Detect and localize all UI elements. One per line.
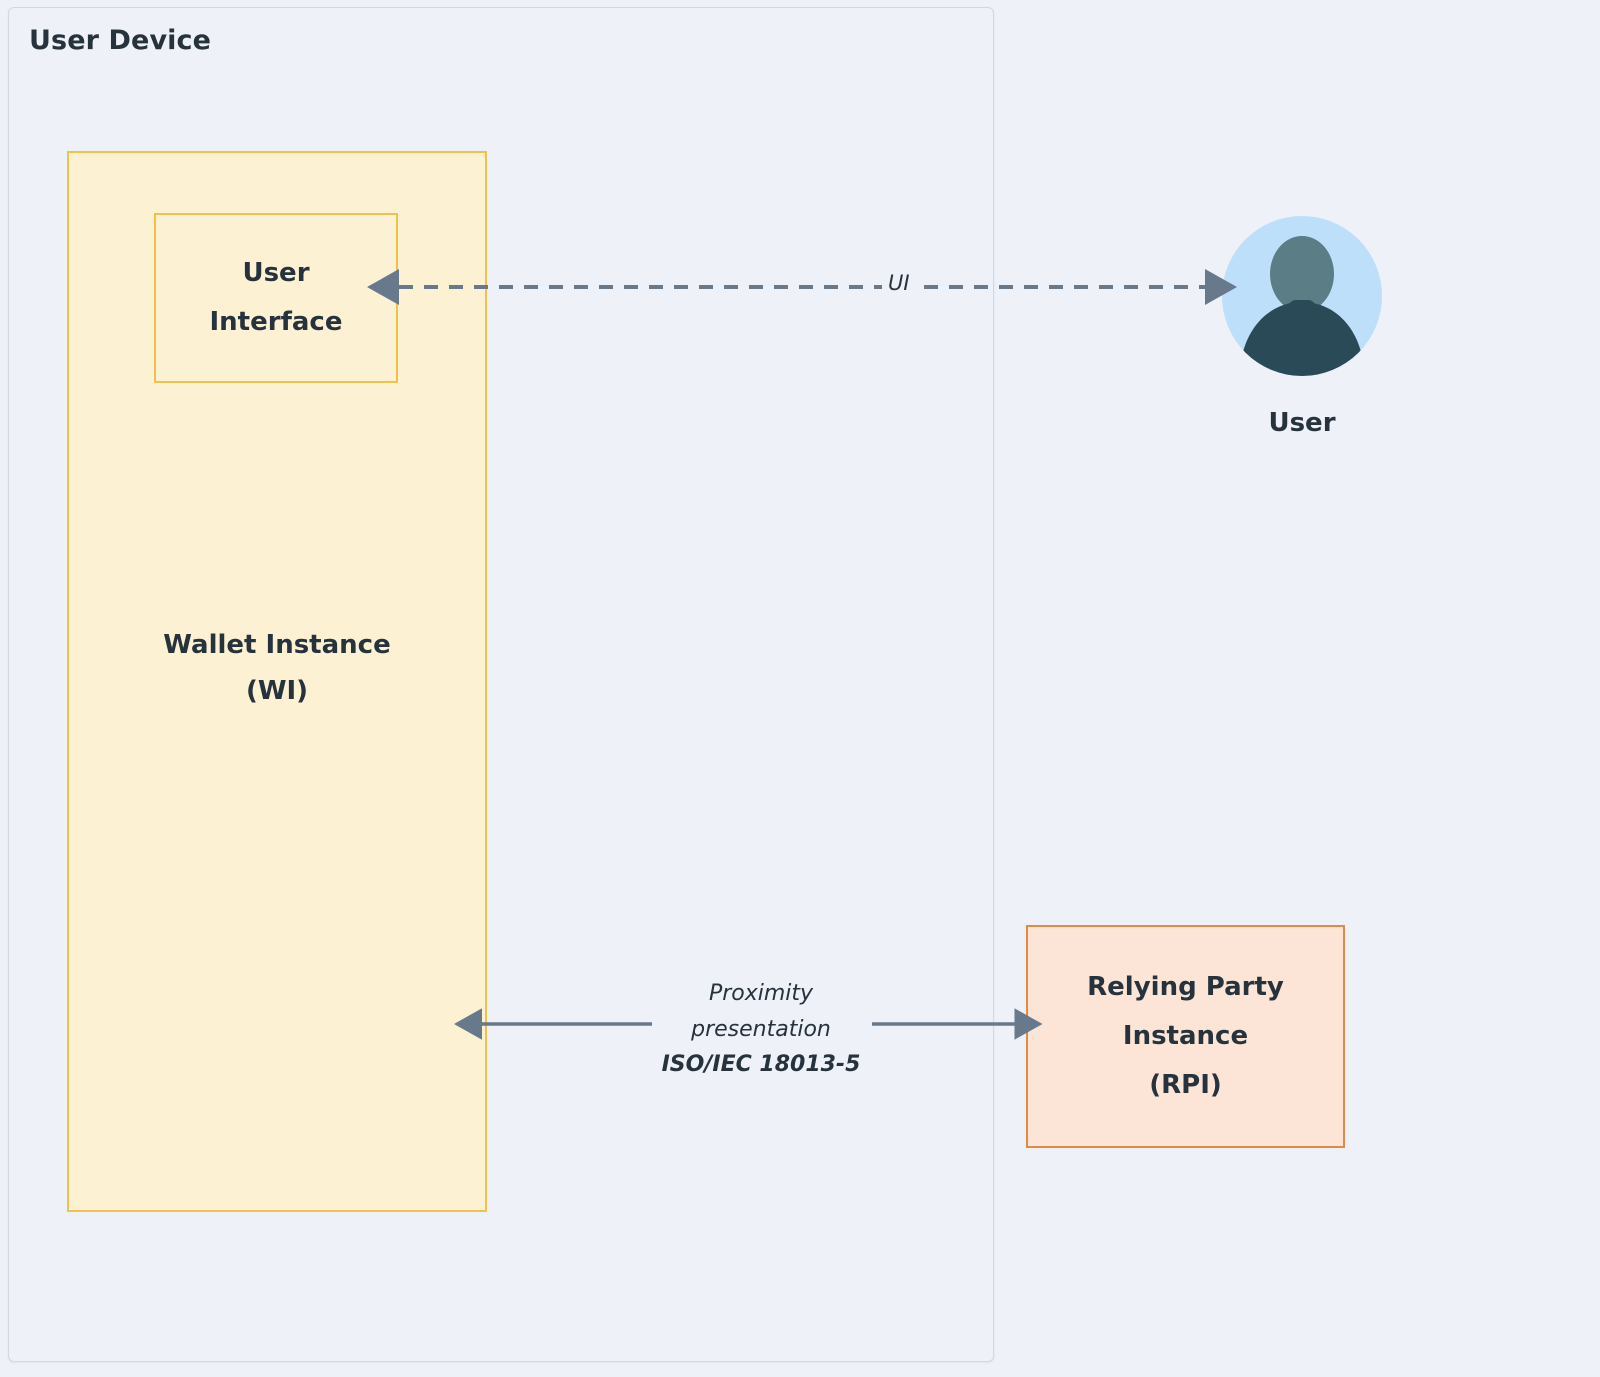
relying-party-instance-label-line1: Relying Party <box>1087 972 1284 1003</box>
wallet-instance-label: Wallet Instance (WI) <box>69 622 485 715</box>
edge-label-proximity: Proximity presentation ISO/IEC 18013-5 <box>634 976 888 1083</box>
edge-label-ui: UI <box>886 271 912 295</box>
wallet-instance-label-line2: (WI) <box>245 676 309 707</box>
user-interface-label: User Interface <box>210 249 343 347</box>
user-actor-label: User <box>1268 408 1336 438</box>
edge-label-proximity-line2: presentation <box>691 1016 831 1042</box>
user-avatar-icon <box>1222 216 1382 376</box>
edge-label-proximity-line1: Proximity <box>708 981 814 1006</box>
edge-label-proximity-standard: ISO/IEC 18013-5 <box>661 1052 861 1078</box>
user-interface-label-line2: Interface <box>209 307 343 337</box>
user-device-title: User Device <box>29 25 212 56</box>
relying-party-instance-label: Relying Party Instance (RPI) <box>1087 963 1284 1110</box>
user-device-container: User Device Wallet Instance (WI) User In… <box>8 7 994 1362</box>
relying-party-instance-box: Relying Party Instance (RPI) <box>1026 925 1345 1148</box>
relying-party-instance-label-line2: Instance <box>1122 1021 1249 1052</box>
wallet-instance-label-line1: Wallet Instance <box>163 630 391 660</box>
user-interface-label-line1: User <box>242 258 310 289</box>
relying-party-instance-label-line3: (RPI) <box>1149 1069 1222 1100</box>
user-interface-box: User Interface <box>154 213 398 383</box>
